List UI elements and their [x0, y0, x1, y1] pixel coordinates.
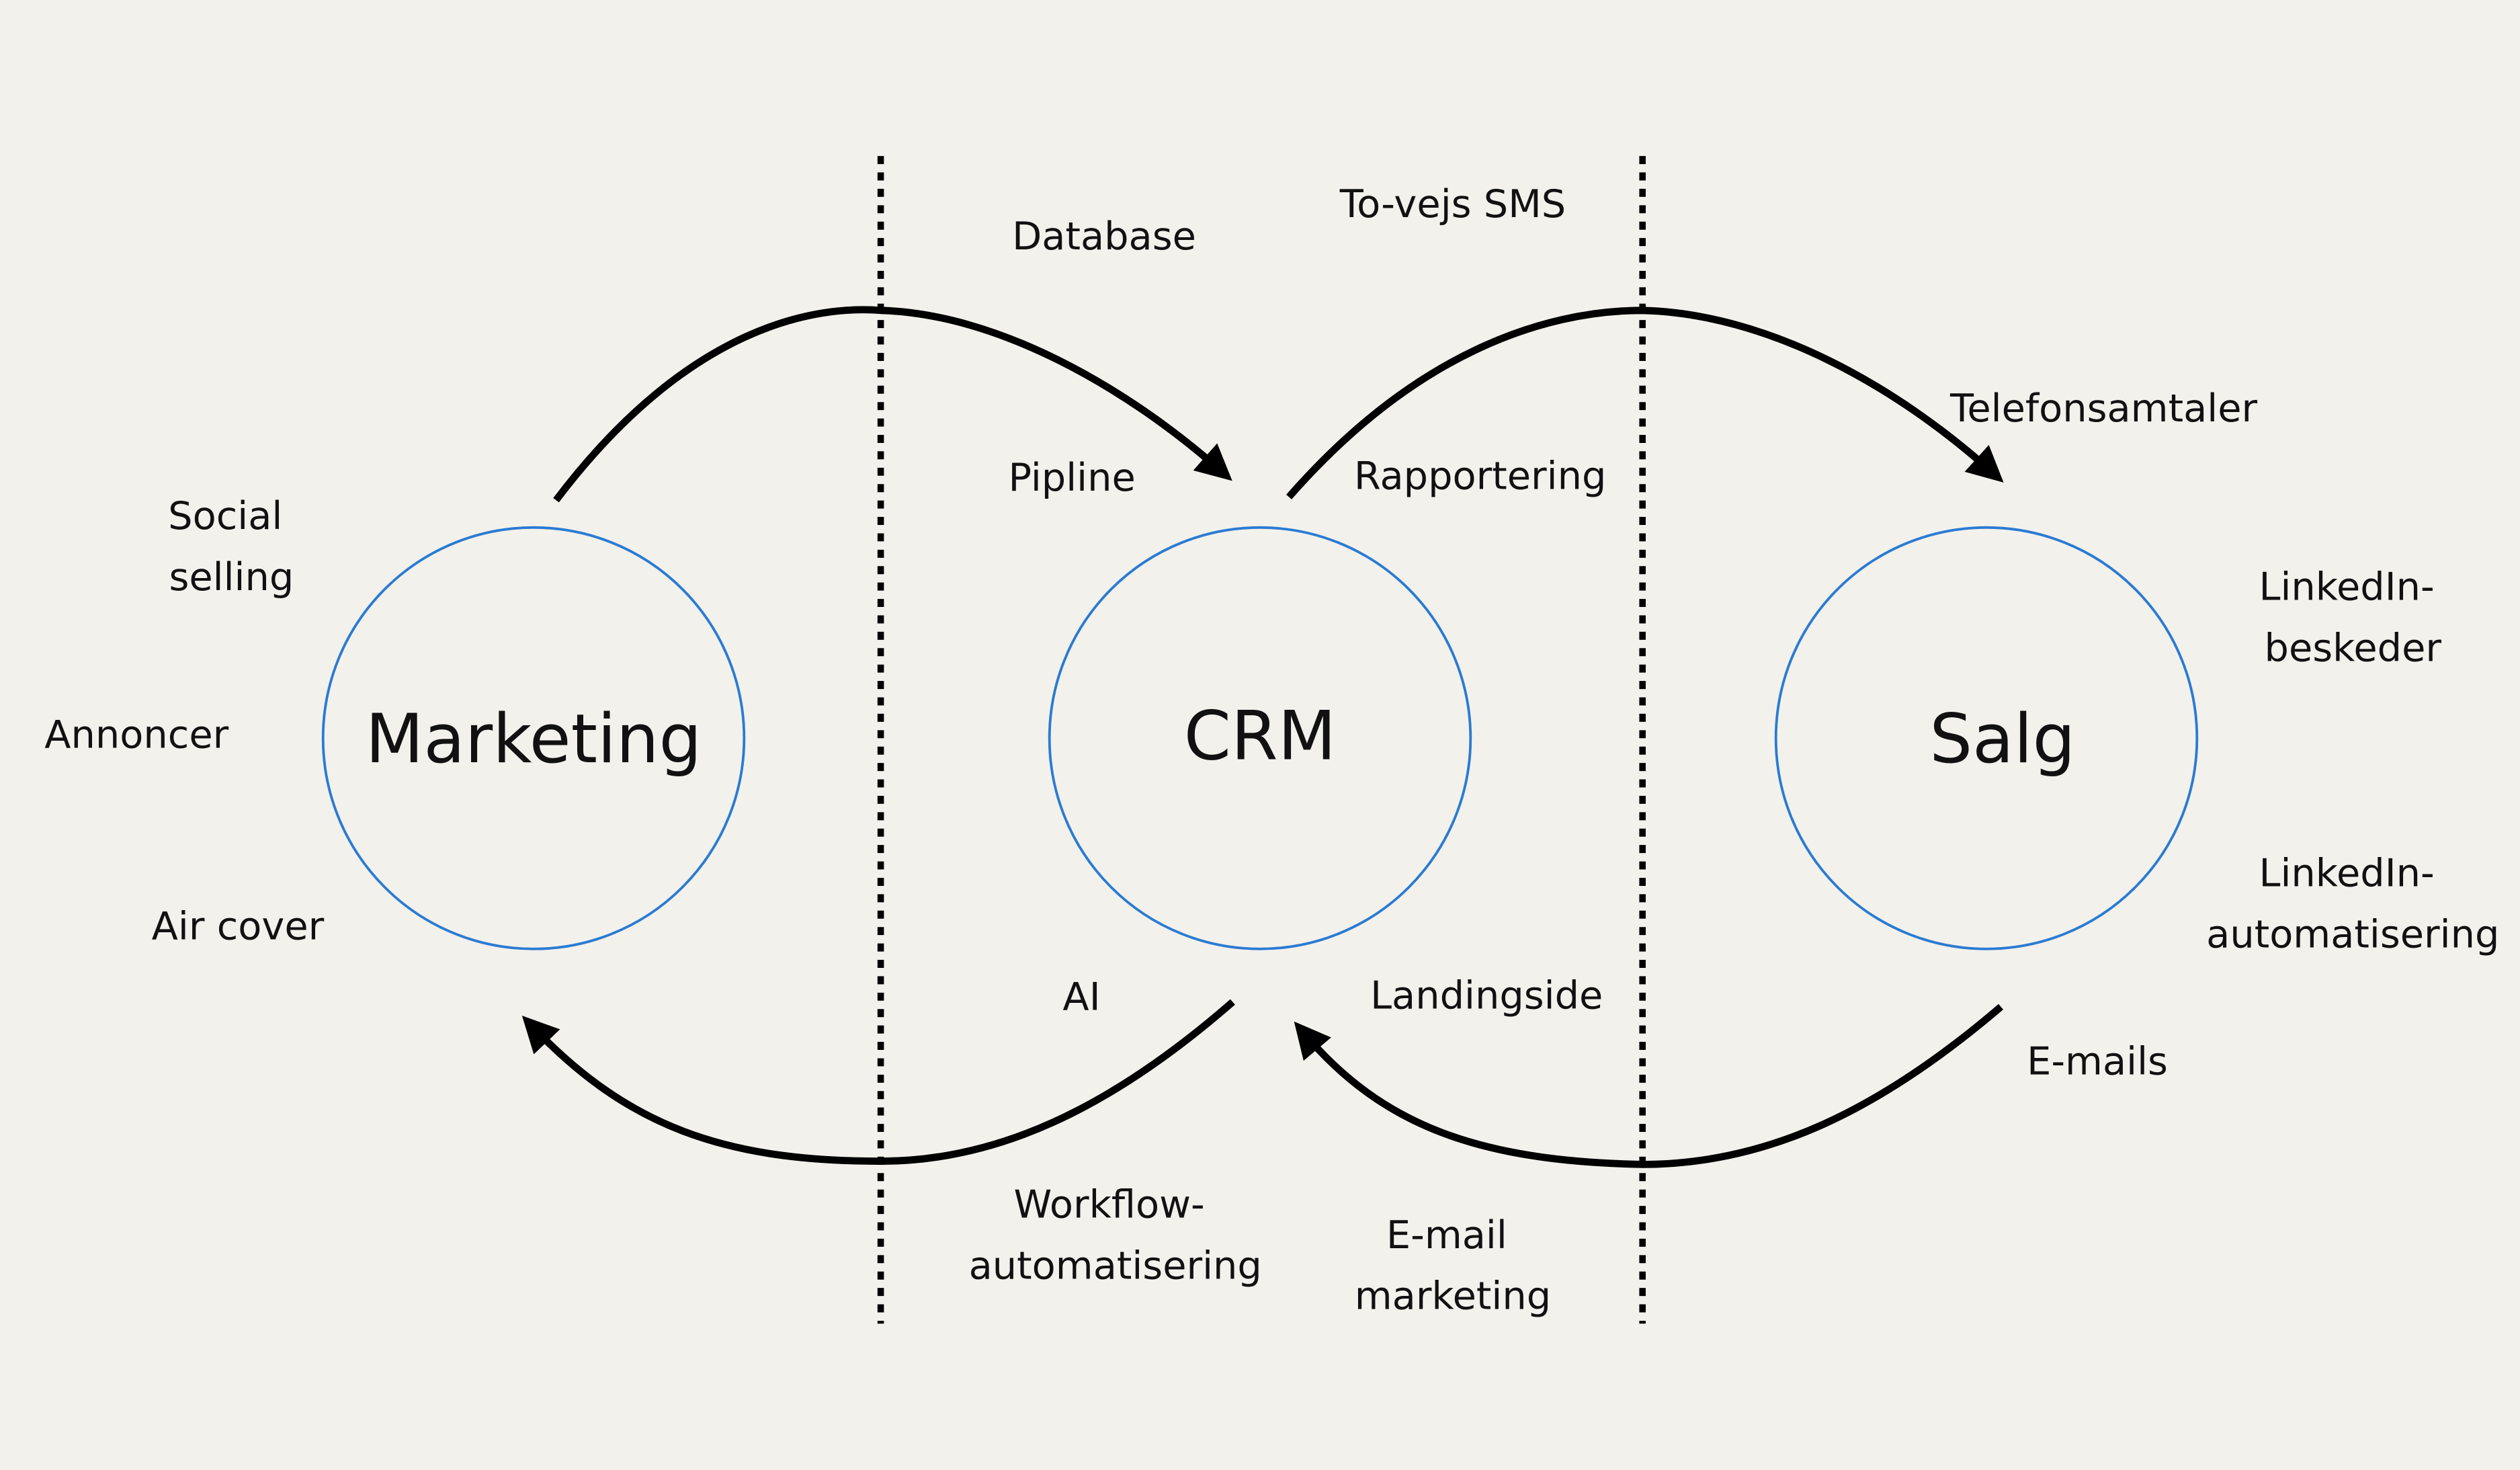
label-linkedin-automatisering: LinkedIn- automatisering [2206, 850, 2499, 956]
node-crm: CRM [1048, 526, 1472, 950]
label-telefonsamtaler: Telefonsamtaler [1949, 386, 2257, 431]
node-label: CRM [1184, 696, 1337, 775]
arrow-crm-to-salg [1286, 307, 2004, 499]
label-emails: E-mails [2027, 1038, 2168, 1084]
node-circle [321, 526, 746, 950]
node-marketing: Marketing [321, 526, 746, 950]
arrow-marketing-to-crm [553, 306, 1232, 503]
label-to-vejs-sms: To-vejs SMS [1339, 181, 1566, 227]
label-social-selling: Social selling [168, 493, 294, 600]
label-annoncer: Annoncer [44, 712, 228, 758]
node-circle [1048, 526, 1472, 950]
node-label: Marketing [366, 700, 702, 778]
label-rapportering: Rapportering [1354, 453, 1607, 498]
label-linkedin-beskeder: LinkedIn- beskeder [2259, 564, 2447, 670]
label-email-marketing: E-mail marketing [1355, 1213, 1551, 1319]
arrow-salg-to-crm [1294, 1004, 2004, 1168]
label-workflow-automatisering: Workflow- automatisering [969, 1182, 1262, 1288]
node-salg: Salg [1774, 526, 2199, 950]
label-pipline: Pipline [1009, 455, 1136, 500]
label-ai: AI [1062, 975, 1100, 1020]
label-database: Database [1012, 214, 1196, 259]
label-landingside: Landingside [1370, 973, 1603, 1018]
arrow-crm-to-marketing [521, 999, 1235, 1165]
node-circle [1774, 526, 2199, 950]
label-air-cover: Air cover [152, 903, 325, 948]
node-label: Salg [1929, 700, 2075, 778]
